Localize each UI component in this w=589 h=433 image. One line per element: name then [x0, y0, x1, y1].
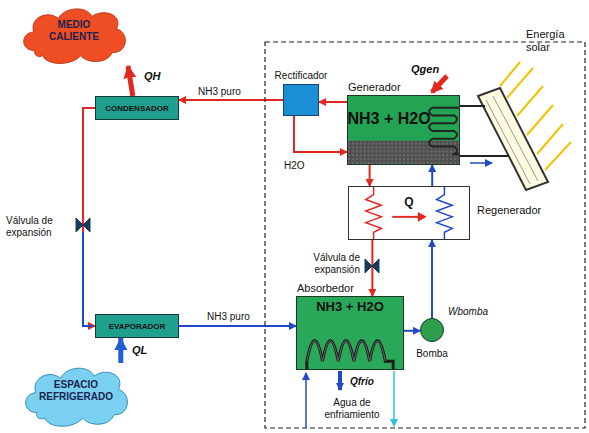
generator-vessel: GeneradorNH3 + H2O: [347, 95, 460, 165]
cooling-water-out: [393, 371, 395, 426]
regenerator-box: QRegenerador: [348, 186, 470, 240]
node-text: Bomba: [416, 348, 448, 360]
generator-detail: [348, 96, 459, 164]
expansion-valve: [76, 218, 90, 232]
flow-connector: [179, 325, 296, 327]
flow-connector: [179, 99, 283, 101]
flow-connector: [83, 108, 95, 326]
collector-tubes: [486, 96, 538, 184]
connector-label: NH3 puro: [196, 86, 243, 98]
cooling-water-label: Agua de enfriamiento: [312, 397, 392, 420]
node-text: CONDENSADOR: [105, 104, 169, 113]
heat-arrow: [432, 76, 447, 92]
node-text: Rectificador: [275, 70, 328, 82]
connector-label: H2O: [282, 160, 307, 172]
cooling-water-in: [305, 373, 307, 428]
solar-collector: [478, 88, 548, 190]
energy-source-label: Energía solar: [526, 28, 584, 53]
cold-line: [83, 232, 93, 326]
flow-connector: [371, 240, 373, 296]
node-text: Q: [404, 196, 413, 210]
node-text: ESPACIO REFRIGERADO: [38, 379, 114, 402]
cold-space-cloud: ESPACIO REFRIGERADO: [20, 363, 132, 429]
connector-label: QH: [142, 70, 163, 83]
flow-connector: [128, 66, 133, 96]
flow-connector: [118, 338, 123, 363]
evaporator-box: EVAPORADOR: [95, 314, 179, 338]
collector-pipe: [460, 105, 485, 107]
node-text: MEDIO CALIENTE: [40, 19, 108, 42]
absorber-vessel: AbsorbedorNH3 + H2O: [296, 296, 404, 370]
system-boundary: [265, 42, 585, 428]
expansion-valve: [365, 259, 379, 273]
flow-connector: [431, 165, 433, 186]
heat-label: Qgen: [411, 63, 439, 76]
flow-connector: [431, 240, 433, 318]
pump-circle: Bomba: [420, 318, 444, 342]
node-text: EVAPORADOR: [109, 322, 166, 331]
node-text-secondary: NH3 + H2O: [347, 110, 430, 128]
node-text: Generador: [348, 81, 401, 94]
flow-connector: [319, 101, 347, 103]
node-text: Absorbedor: [297, 282, 354, 295]
node-text-secondary: NH3 + H2O: [316, 300, 384, 315]
flow-connector: [294, 116, 347, 152]
regenerator-coils: [349, 187, 469, 239]
work-label: Wbomba: [448, 306, 488, 318]
collector-pipe: [460, 155, 508, 157]
heat-arrow: [338, 371, 342, 390]
valve-label: Válvula de expansión: [290, 252, 360, 275]
hot-medium-cloud: MEDIO CALIENTE: [18, 4, 130, 66]
rectifier-box: Rectificador: [283, 84, 319, 116]
flow-arrow: [470, 162, 492, 164]
connector-label: NH3 puro: [205, 311, 252, 323]
flow-connector: [369, 165, 371, 186]
heat-label: Qfrío: [350, 376, 374, 388]
flow-connector: [404, 330, 420, 332]
connector-label: QL: [130, 344, 149, 357]
node-text-secondary: Regenerador: [477, 204, 541, 217]
valve-label: Válvula de expansión: [6, 215, 72, 238]
condenser-box: CONDENSADOR: [95, 96, 179, 120]
